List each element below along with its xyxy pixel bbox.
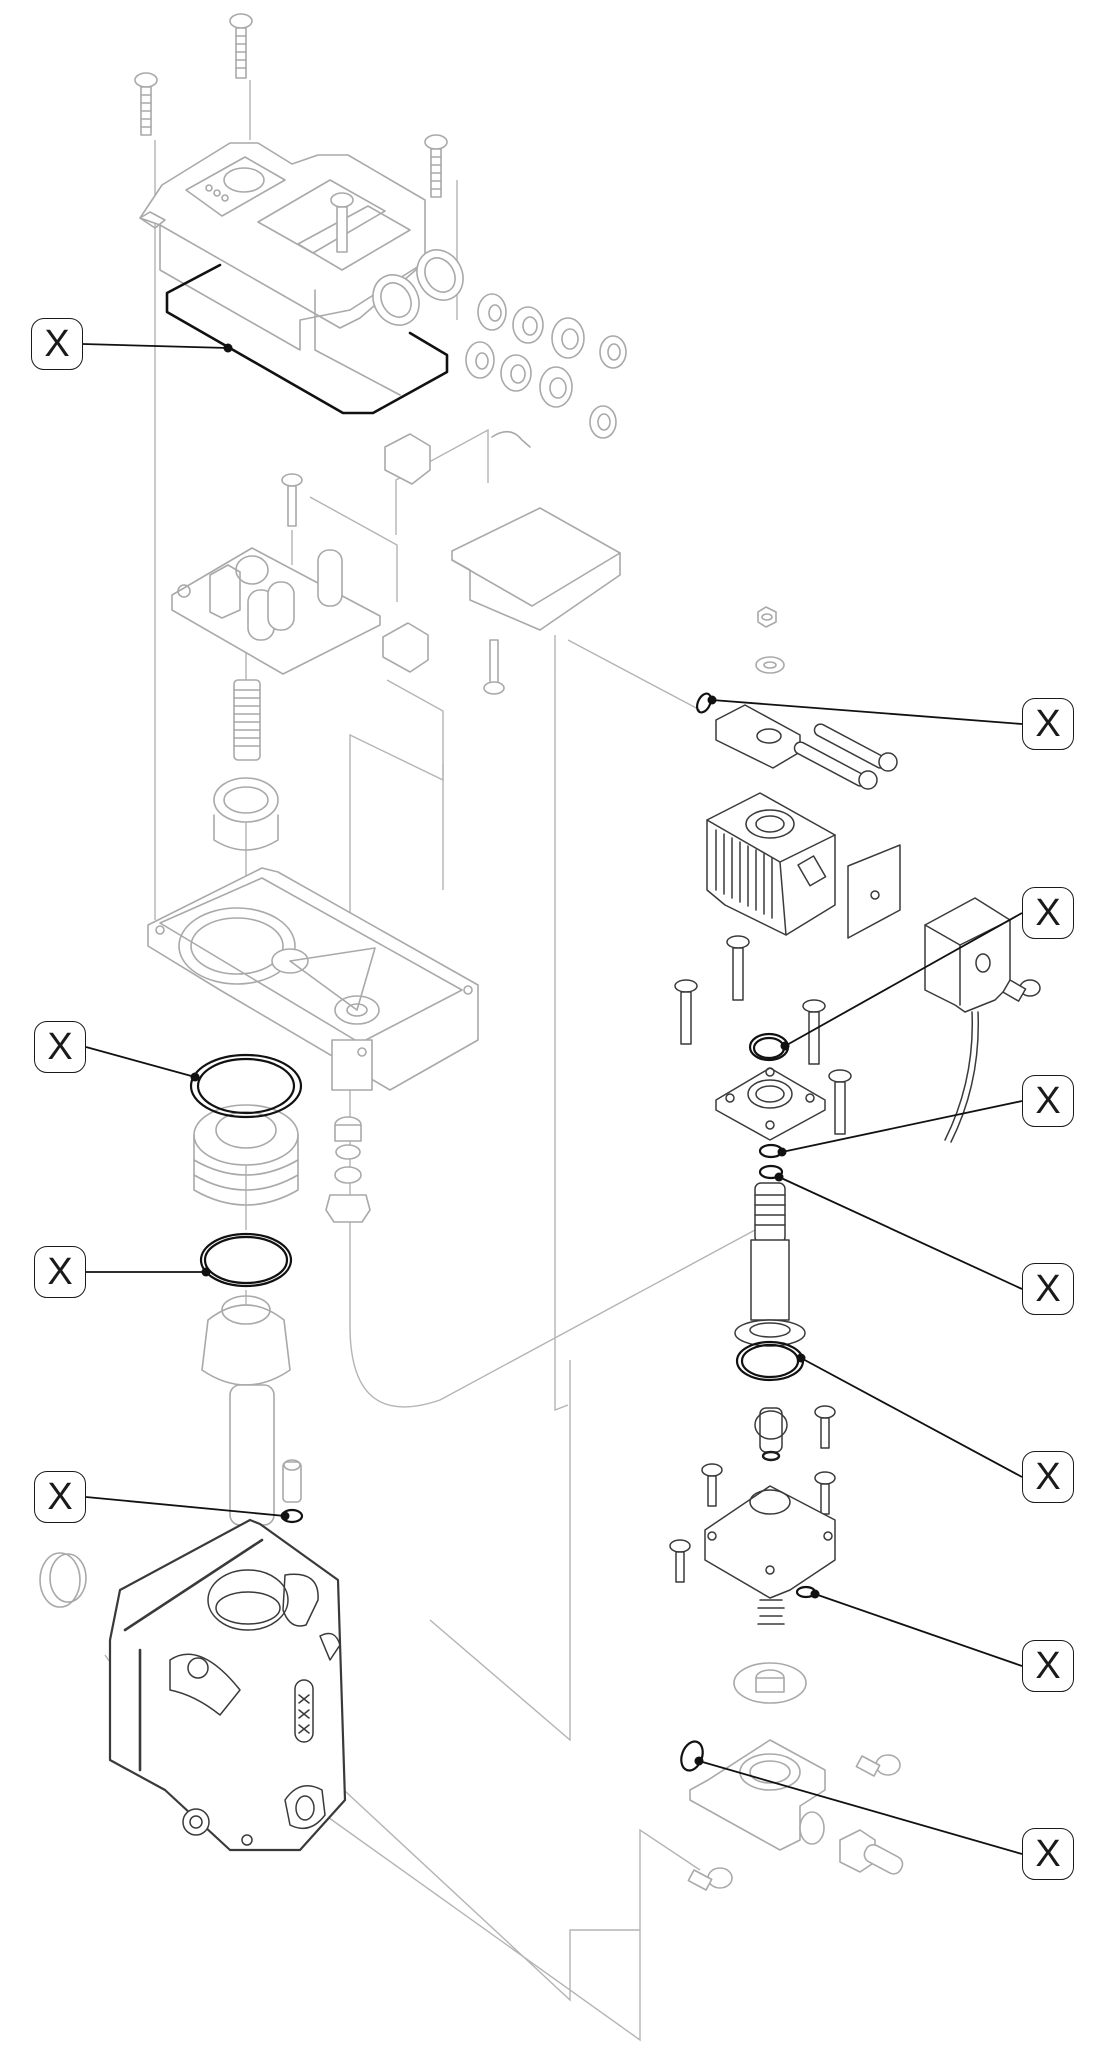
flange-screws — [674, 935, 852, 1135]
cover-screw — [424, 134, 448, 198]
small-seal-stack — [325, 1116, 371, 1223]
valve-cover — [704, 1485, 836, 1599]
seal-4 — [189, 1053, 303, 1119]
diaphragm — [733, 1662, 807, 1704]
seal-7 — [758, 1164, 784, 1180]
valve-cover-screws — [669, 1405, 836, 1583]
solenoid-nut-washer — [755, 606, 785, 674]
plug-connector — [924, 897, 1041, 1143]
coil-fixing-bracket — [715, 704, 898, 790]
cover-gasket — [165, 263, 449, 415]
cover-screw — [134, 72, 158, 136]
callout-4-large-oring[interactable]: X — [34, 1021, 86, 1073]
spring-and-bushing — [213, 679, 279, 851]
callout-6-oring[interactable]: X — [34, 1246, 86, 1298]
seal-11 — [680, 1740, 704, 1772]
plunger-tube — [734, 1182, 806, 1347]
pump-housing — [108, 1518, 347, 1852]
callout-5-small-oring[interactable]: X — [1022, 1075, 1074, 1127]
seal-6 — [199, 1232, 293, 1288]
base-plate — [147, 867, 479, 1091]
threaded-bushing — [193, 1104, 299, 1206]
callout-11-valve-body-oring[interactable]: X — [1022, 1828, 1074, 1880]
blanking-plug — [39, 1552, 87, 1608]
coil-flange — [715, 1067, 826, 1141]
seal-2 — [696, 692, 712, 714]
callout-2-coil-nut-oring[interactable]: X — [1022, 698, 1074, 750]
callout-10-valve-cover-oring[interactable]: X — [1022, 1640, 1074, 1692]
armature-plunger — [754, 1407, 788, 1462]
solenoid-coil — [706, 792, 836, 936]
valve-spring — [757, 1599, 785, 1625]
connector-gasket-plate — [847, 844, 901, 939]
top-cover-assembly — [134, 13, 627, 439]
circuit-boards — [171, 430, 621, 695]
callout-7-armature-oring[interactable]: X — [1022, 1263, 1074, 1315]
valve-body — [687, 1739, 904, 1891]
callout-leaders — [82, 343, 1023, 1855]
cable-gland-parts — [465, 293, 627, 439]
callout-3-flange-oring[interactable]: X — [1022, 887, 1074, 939]
callout-9-housing-oring[interactable]: X — [34, 1471, 86, 1523]
cover-screw — [229, 13, 253, 79]
bleed-screw — [282, 1459, 302, 1503]
callout-1-cover-gasket[interactable]: X — [31, 318, 83, 370]
callout-8-plunger-tube-oring[interactable]: X — [1022, 1451, 1074, 1503]
seal-8 — [735, 1340, 805, 1382]
valve-nozzle-tube — [201, 1295, 291, 1526]
